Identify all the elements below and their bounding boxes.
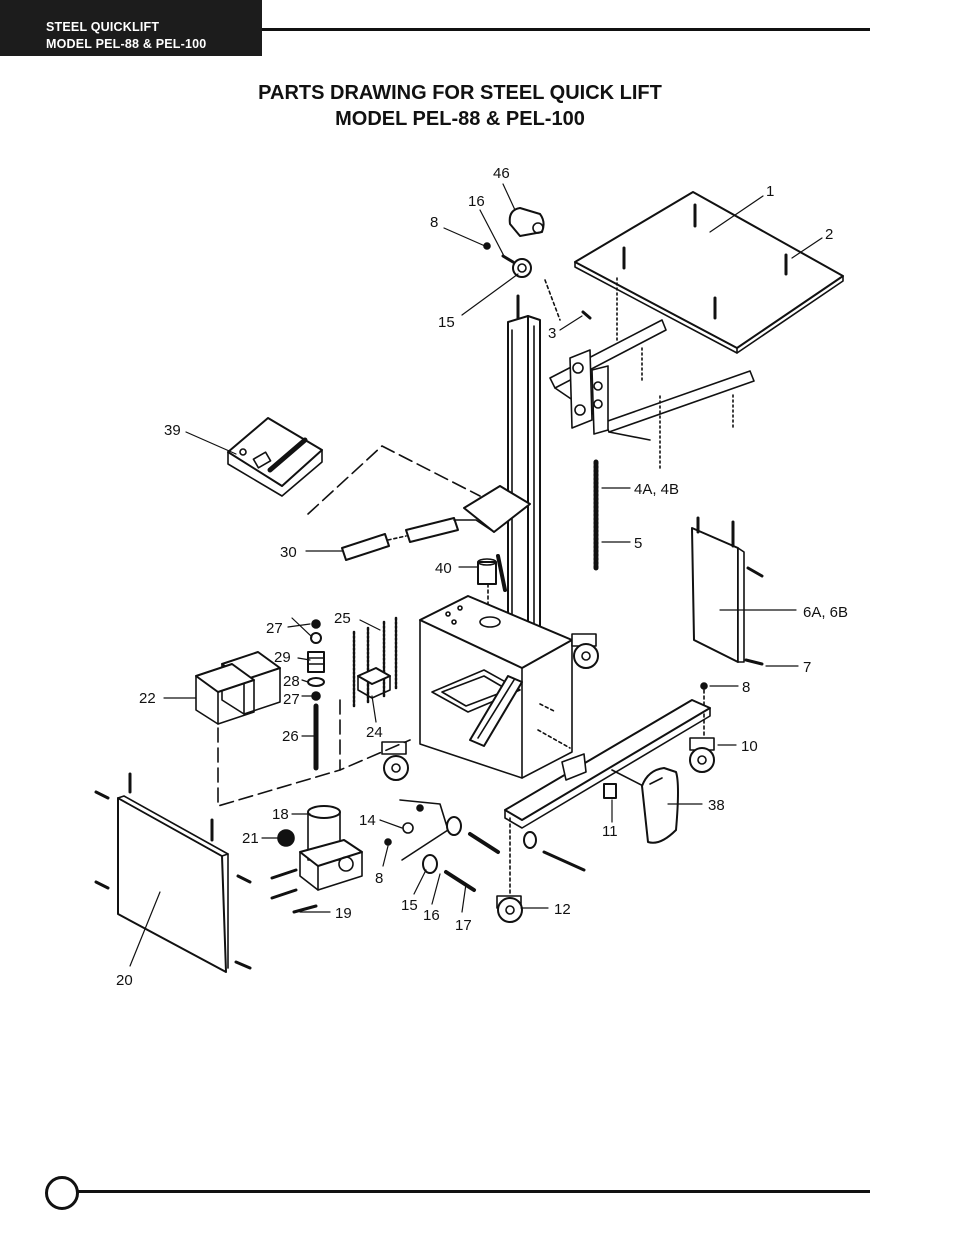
callout-40: 40 [435,560,452,577]
relay-assembly [352,616,398,708]
footer-rule [76,1190,870,1193]
header-rule [262,28,870,31]
page-title-line-2: MODEL PEL-88 & PEL-100 [335,108,585,130]
callout-8-leg: 8 [742,679,750,696]
callout-labels: 1 2 3 4A, 4B 5 6A, 6B 7 8 10 11 12 38 8 … [116,165,848,989]
base-frame [419,595,573,779]
page-title-line-1: PARTS DRAWING FOR STEEL QUICK LIFT [258,82,662,104]
callout-7: 7 [803,659,811,676]
top-pulley [483,207,592,320]
callout-11: 11 [602,823,618,840]
callout-28: 28 [283,673,300,690]
callout-8-top: 8 [430,214,438,231]
callout-15-bottom: 15 [401,897,418,914]
casters [381,633,715,923]
mast [507,294,541,637]
callout-29: 29 [274,649,291,666]
callout-1: 1 [766,183,774,200]
callout-2: 2 [825,226,833,243]
callout-24: 24 [366,724,383,741]
callout-19: 19 [335,905,352,922]
callout-16-top: 16 [468,193,485,210]
header-block: STEEL QUICKLIFT MODEL PEL-88 & PEL-100 [0,0,262,56]
cover-38 [641,767,679,844]
callout-39: 39 [164,422,181,439]
page-number-circle [45,1176,79,1210]
callout-26: 26 [282,728,299,745]
callout-15-top: 15 [438,314,455,331]
callout-27-bottom: 27 [283,691,300,708]
callout-38: 38 [708,797,725,814]
callout-3: 3 [548,325,556,342]
callout-10: 10 [741,738,758,755]
handle [341,485,531,561]
callout-17: 17 [455,917,472,934]
callout-16-bottom: 16 [423,907,440,924]
header-line-1: STEEL QUICKLIFT [46,20,160,34]
batteries [195,651,411,807]
callout-14: 14 [359,812,376,829]
outrigger-leg [504,699,711,829]
callout-20: 20 [116,972,133,989]
fork-carriage [544,277,755,471]
callout-4a-4b: 4A, 4B [634,481,679,498]
callout-46: 46 [493,165,510,182]
callout-12: 12 [554,901,571,918]
part-40 [477,554,507,621]
callout-5: 5 [634,535,642,552]
callout-21: 21 [242,830,259,847]
pulley-assembly [384,799,586,892]
leader-lines [129,183,823,967]
callout-30: 30 [280,544,297,561]
callout-8-bottom: 8 [375,870,383,887]
callout-22: 22 [139,690,156,707]
header-line-2: MODEL PEL-88 & PEL-100 [46,37,207,51]
screw-stack [307,619,325,771]
callout-6a-6b: 6A, 6B [803,604,848,621]
callout-18: 18 [272,806,289,823]
platform [574,191,844,354]
side-panel [691,516,764,666]
callout-25: 25 [334,610,351,627]
callout-27-top: 27 [266,620,283,637]
control-box [227,417,481,515]
